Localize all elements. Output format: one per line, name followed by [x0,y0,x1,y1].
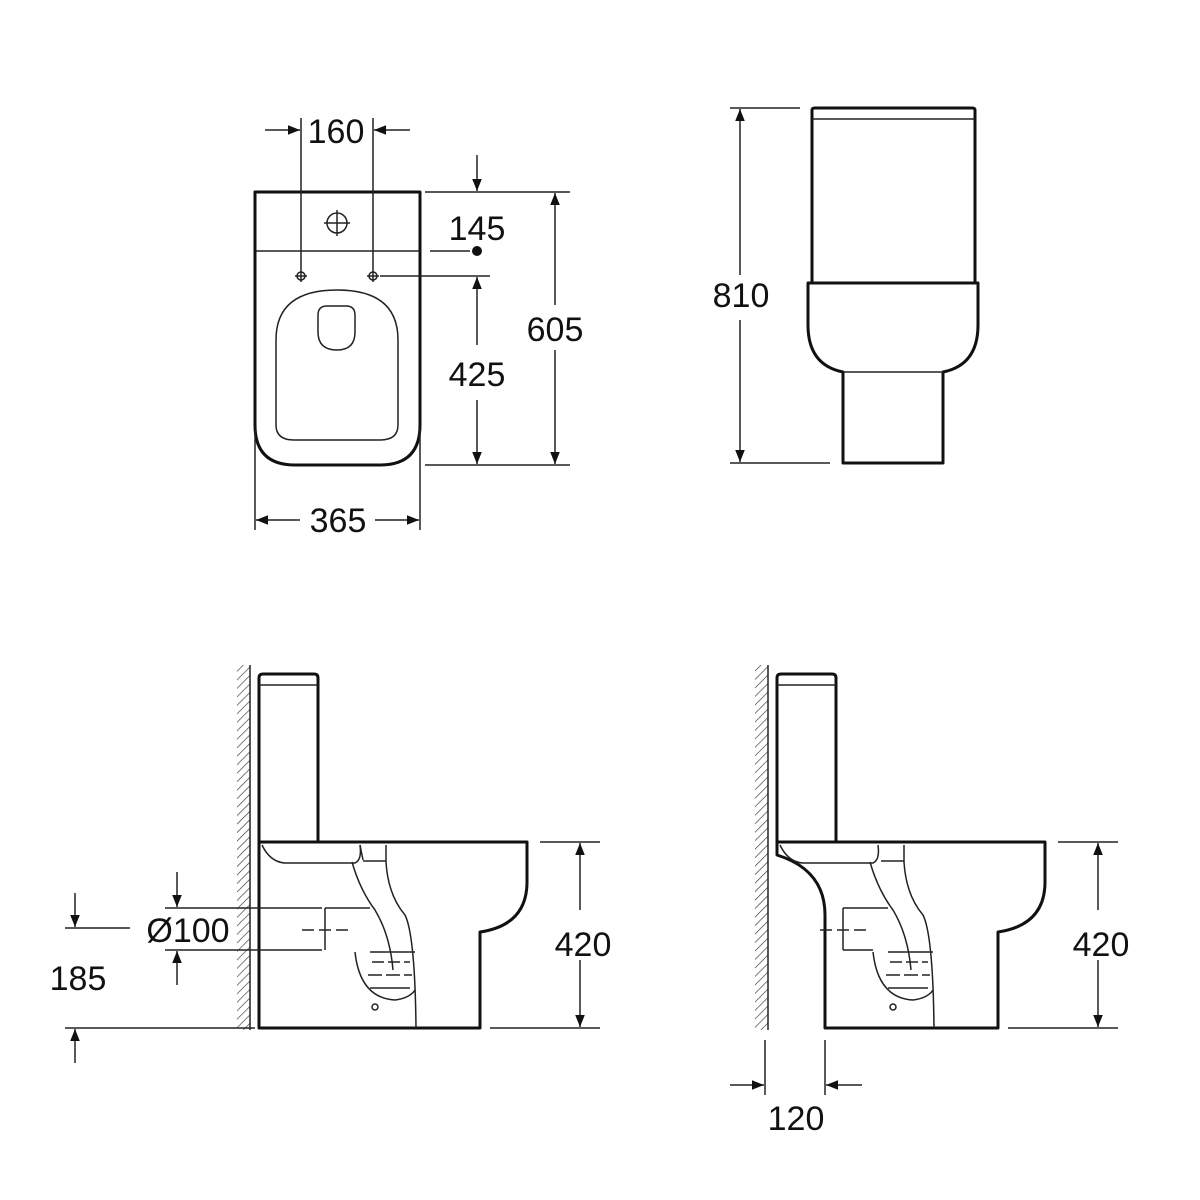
dim-wall-gap: 120 [768,1100,825,1138]
dim-height: 810 [713,277,770,315]
side-view-back-to-wall: Ø100 185 420 [50,665,612,1063]
dim-tank-to-bolt: 145 [449,210,506,248]
dim-bolt-spacing: 160 [308,113,365,151]
bolt-hole-left-icon [295,270,307,282]
side-view-close-coupled: 420 120 [730,665,1129,1138]
dim-outlet-diameter: Ø100 [146,912,229,950]
top-view: 160 145 425 605 365 [253,113,584,540]
dim-length: 605 [527,311,584,349]
bowl-side [257,840,529,1030]
dim-bolt-to-front: 425 [449,356,506,394]
seat-outline [275,289,399,441]
lid-tab [317,305,356,351]
dim-outlet-height: 185 [50,960,107,998]
top-view-outline [253,190,422,467]
tank-side [775,672,838,842]
tank-side [257,672,320,842]
wall-hatch [237,665,250,1030]
dim-seat-height: 420 [555,926,612,964]
dim-seat-height: 420 [1073,926,1130,964]
bowl-side [775,840,1047,1030]
front-view: 810 [713,106,980,465]
bowl-front [806,281,980,465]
flush-hole-icon [324,210,350,236]
tank-front [810,106,977,283]
bolt-hole-right-icon [367,270,379,282]
wall-hatch [755,665,768,1030]
dim-width: 365 [310,502,367,540]
